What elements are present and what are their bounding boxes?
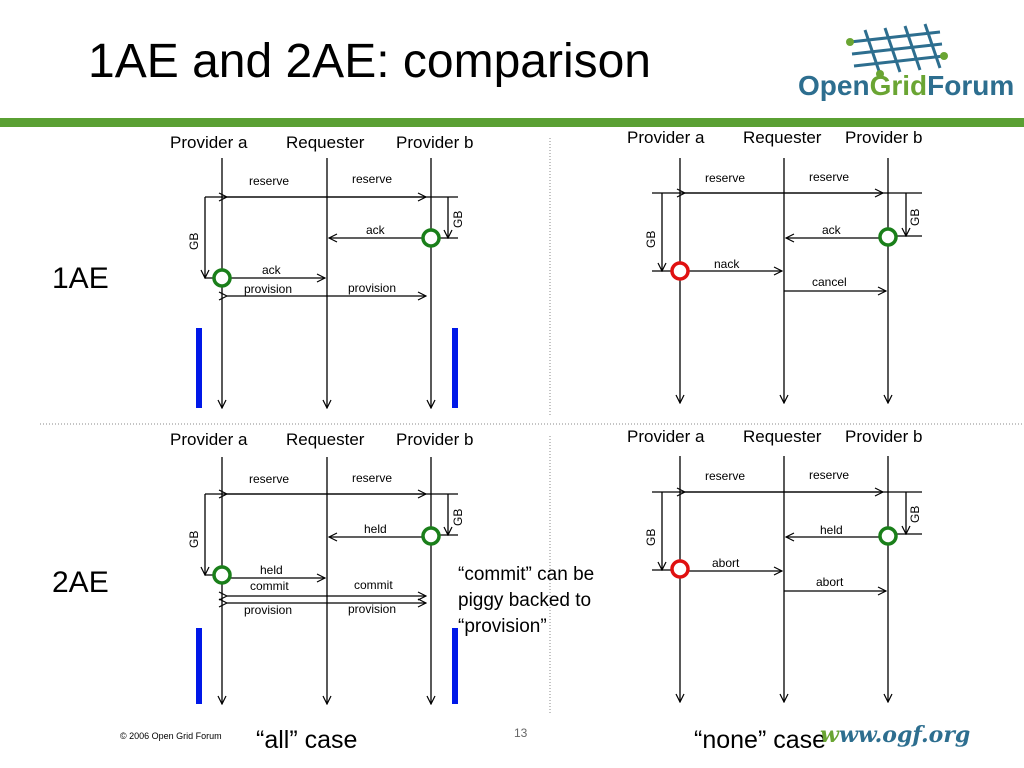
q1-bar-a bbox=[196, 328, 202, 408]
q4-ok-circle-b bbox=[878, 526, 898, 546]
header-divider bbox=[0, 118, 1024, 127]
q4-header-requester: Requester bbox=[743, 427, 822, 446]
website-url: www.ogf.org bbox=[820, 722, 971, 748]
q3-label-provision-b: provision bbox=[348, 602, 396, 616]
q4-label-reserve1: reserve bbox=[705, 469, 745, 483]
q3-ok-circle-b bbox=[421, 526, 441, 546]
row-label-1ae: 1AE bbox=[52, 262, 109, 295]
copyright: © 2006 Open Grid Forum bbox=[120, 731, 222, 741]
q3-label-gb-b: GB bbox=[451, 509, 465, 526]
q1-label-ack-a: ack bbox=[262, 263, 282, 277]
q4-label-reserve2: reserve bbox=[809, 468, 849, 482]
q2-label-nack: nack bbox=[714, 257, 740, 271]
q1-header-provider-a: Provider a bbox=[170, 133, 248, 152]
q3-label-commit-b: commit bbox=[354, 578, 393, 592]
q1-label-gb-b: GB bbox=[451, 211, 465, 228]
q3-header-provider-a: Provider a bbox=[170, 430, 248, 449]
q4-header-provider-a: Provider a bbox=[627, 427, 705, 446]
q3-ok-circle-a bbox=[212, 565, 232, 585]
q2-diagram bbox=[652, 158, 922, 403]
q3-header-requester: Requester bbox=[286, 430, 365, 449]
q1-bar-b bbox=[452, 328, 458, 408]
q2-label-gb-a: GB bbox=[644, 231, 658, 248]
q4-diagram bbox=[652, 456, 922, 702]
q3-label-gb-a: GB bbox=[187, 531, 201, 548]
q2-ok-circle-b bbox=[878, 227, 898, 247]
q1-label-gb-a: GB bbox=[187, 233, 201, 250]
q1-label-reserve2: reserve bbox=[352, 172, 392, 186]
q3-label-commit-a: commit bbox=[250, 579, 289, 593]
q2-fail-circle-a bbox=[670, 261, 690, 281]
q4-label-gb-a: GB bbox=[644, 529, 658, 546]
q3-diagram bbox=[205, 457, 458, 704]
logo-text: OpenGridForum bbox=[798, 70, 1015, 101]
q1-label-provision-b: provision bbox=[348, 281, 396, 295]
q2-label-gb-b: GB bbox=[908, 209, 922, 226]
q3-bar-b bbox=[452, 628, 458, 704]
q1-label-ack-b: ack bbox=[366, 223, 386, 237]
q1-header-provider-b: Provider b bbox=[396, 133, 474, 152]
case-label-none: “none” case bbox=[694, 726, 827, 754]
q2-label-reserve2: reserve bbox=[809, 170, 849, 184]
q3-label-reserve1: reserve bbox=[249, 472, 289, 486]
q4-label-gb-b: GB bbox=[908, 506, 922, 523]
q4-label-held: held bbox=[820, 523, 843, 537]
case-label-all: “all” case bbox=[256, 726, 358, 754]
q2-header-requester: Requester bbox=[743, 128, 822, 147]
q2-label-ack: ack bbox=[822, 223, 842, 237]
q1-label-provision-a: provision bbox=[244, 282, 292, 296]
page-title: 1AE and 2AE: comparison bbox=[88, 35, 651, 88]
q4-header-provider-b: Provider b bbox=[845, 427, 923, 446]
q1-diagram bbox=[205, 158, 458, 408]
q4-label-abort-b: abort bbox=[816, 575, 844, 589]
q3-bar-a bbox=[196, 628, 202, 704]
commit-note: “commit” can be piggy backed to “provisi… bbox=[458, 562, 594, 640]
q1-label-reserve1: reserve bbox=[249, 174, 289, 188]
q2-header-provider-b: Provider b bbox=[845, 128, 923, 147]
q3-label-held-a: held bbox=[260, 563, 283, 577]
q4-fail-circle-a bbox=[670, 559, 690, 579]
q3-label-held-b: held bbox=[364, 522, 387, 536]
ogf-logo-icon bbox=[846, 23, 948, 78]
q2-label-reserve1: reserve bbox=[705, 171, 745, 185]
q1-ok-circle-b bbox=[421, 228, 441, 248]
q2-header-provider-a: Provider a bbox=[627, 128, 705, 147]
q3-label-reserve2: reserve bbox=[352, 471, 392, 485]
page-number: 13 bbox=[514, 726, 528, 740]
note-line-3: “provision” bbox=[458, 616, 547, 637]
note-line-1: “commit” can be bbox=[458, 564, 595, 585]
q3-label-provision-a: provision bbox=[244, 603, 292, 617]
q4-label-abort-a: abort bbox=[712, 556, 740, 570]
q2-label-cancel: cancel bbox=[812, 275, 847, 289]
q3-header-provider-b: Provider b bbox=[396, 430, 474, 449]
q1-ok-circle-a bbox=[212, 268, 232, 288]
q1-header-requester: Requester bbox=[286, 133, 365, 152]
note-line-2: piggy backed to bbox=[458, 590, 592, 611]
row-label-2ae: 2AE bbox=[52, 566, 109, 599]
